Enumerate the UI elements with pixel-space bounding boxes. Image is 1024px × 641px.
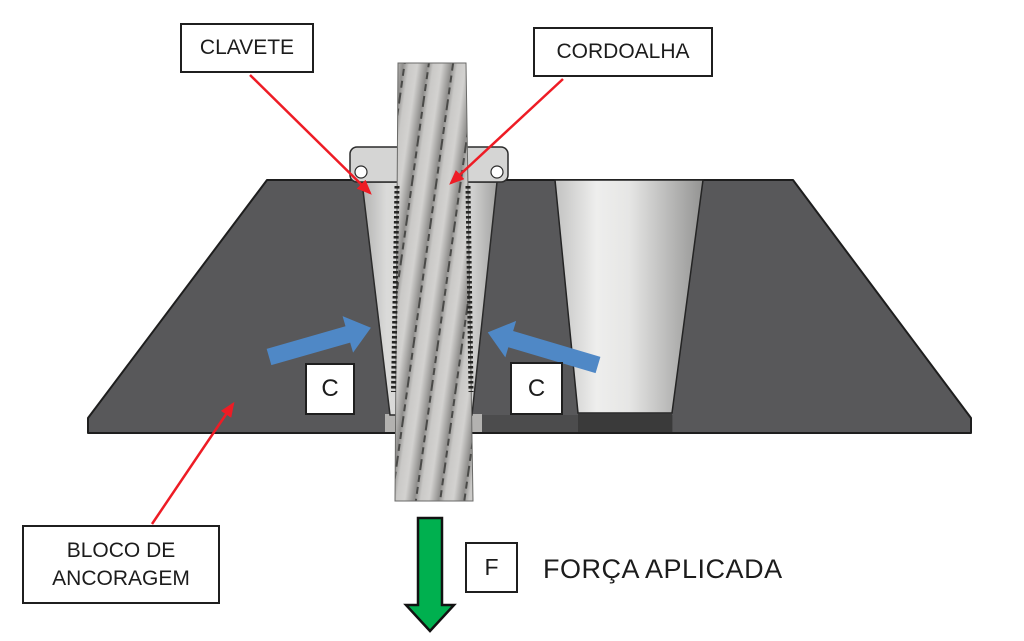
left-hole-step-left	[385, 414, 396, 432]
leader-arrow-bloco	[150, 401, 235, 525]
compression-arrow-left-icon	[266, 316, 371, 366]
label-f-text: F	[484, 554, 499, 580]
label-bloco-line1: BLOCO DE	[66, 539, 176, 563]
wedge-notch-right	[490, 165, 504, 179]
label-cordoalha-text: CORDOALHA	[556, 40, 690, 64]
serration-left	[391, 185, 400, 393]
label-bloco-text: BLOCO DE ANCORAGEM	[52, 537, 190, 592]
label-clavete-text: CLAVETE	[199, 36, 295, 60]
label-cordoalha: CORDOALHA	[533, 27, 713, 77]
label-compression-right: C	[510, 362, 563, 415]
serration-right	[465, 185, 474, 393]
wedge-notch-left	[354, 165, 368, 179]
applied-force-arrow-icon	[403, 516, 457, 633]
strand-cable	[394, 62, 474, 502]
label-bloco-line2: ANCORAGEM	[52, 566, 190, 590]
label-compression-left: C	[305, 363, 355, 415]
label-forca-aplicada: FORÇA APLICADA	[543, 554, 783, 584]
label-bloco-de-ancoragem: BLOCO DE ANCORAGEM	[22, 525, 220, 604]
label-clavete: CLAVETE	[180, 23, 314, 73]
compression-arrow-right-icon	[487, 320, 601, 374]
right-hole-bottom-band	[578, 414, 672, 432]
leader-arrow-clavete	[249, 74, 372, 195]
leader-arrow-cordoalha	[449, 78, 564, 185]
label-force-symbol: F	[465, 542, 518, 593]
label-c-right-text: C	[527, 374, 546, 402]
label-c-left-text: C	[321, 375, 339, 402]
